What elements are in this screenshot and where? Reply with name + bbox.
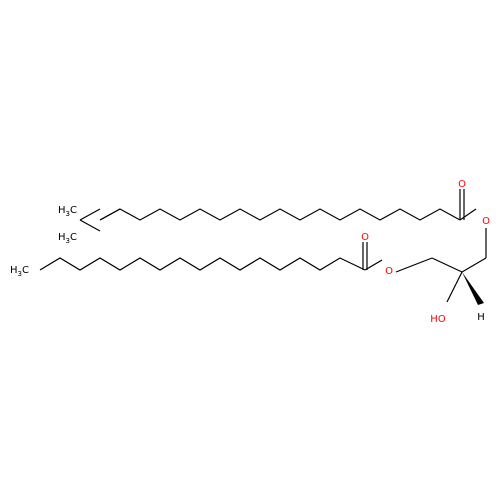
hydroxyl-group: HO — [430, 314, 446, 325]
top-acyl-chain — [79, 208, 461, 232]
bond — [79, 208, 101, 221]
bond — [79, 219, 101, 232]
bond-chain — [39, 257, 366, 271]
bond-chain — [99, 208, 461, 221]
carbonyl-oxygen-top: O — [458, 179, 466, 190]
glycerol-backbone — [395, 228, 487, 303]
bottom-carbonyl — [362, 242, 368, 270]
stereo-hydrogen: H — [477, 312, 485, 323]
bond — [459, 208, 477, 221]
methyl-label-b: H3C — [58, 232, 77, 245]
bond — [461, 257, 487, 273]
bond — [446, 271, 463, 303]
methyl-label-a: H3C — [58, 205, 77, 218]
carbonyl-oxygen-bottom: O — [361, 232, 369, 243]
stereo-wedge — [462, 272, 484, 305]
methyl-label-c: H3C — [10, 265, 29, 278]
ester-oxygen-top: O — [482, 216, 490, 227]
bond — [395, 257, 433, 273]
bond — [431, 257, 463, 273]
bond — [364, 259, 383, 271]
ester-oxygen-bottom: O — [385, 266, 393, 277]
bottom-acyl-chain — [39, 257, 383, 271]
top-carbonyl — [459, 189, 477, 221]
